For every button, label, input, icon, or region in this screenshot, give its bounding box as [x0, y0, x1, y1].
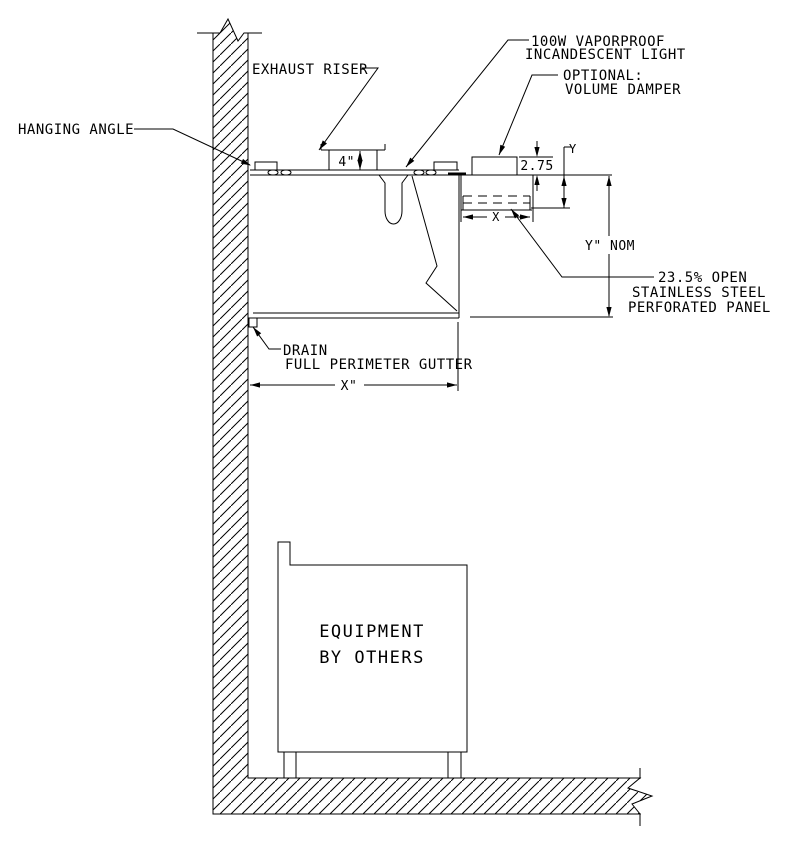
labels: HANGING ANGLE EXHAUST RISER 100W VAPORPR… — [18, 34, 771, 373]
dim-x-arrow-right — [520, 214, 530, 220]
light-globe — [378, 174, 409, 225]
fastener-3 — [413, 169, 425, 176]
damper-leader — [498, 74, 558, 156]
drain-leader-arrow — [253, 327, 262, 337]
drain-label-line1: DRAIN — [283, 343, 328, 359]
panel-leader-arrow — [511, 209, 520, 219]
dim-275-arrow-up — [534, 175, 540, 185]
exhaust-riser-leader-arrow — [319, 140, 327, 150]
equipment-label-line2: BY OTHERS — [319, 648, 425, 668]
volume-damper — [471, 156, 518, 176]
dim-y-arrow-up — [561, 176, 567, 186]
dim-xin-arrow-left — [250, 382, 260, 388]
damper-label-line1: OPTIONAL: — [563, 68, 643, 84]
fastener-2 — [280, 169, 292, 176]
fastener-1 — [267, 169, 279, 176]
exhaust-riser-label: EXHAUST RISER — [252, 62, 368, 78]
interior-baffle — [411, 175, 458, 312]
dim-ynom-arrow-up — [606, 176, 612, 186]
dimensions: 4" 2.75 Y Y" NOM X X" — [250, 141, 635, 394]
hanging-angle-leader-arrow — [240, 158, 251, 166]
dim-y-text: Y — [569, 142, 577, 156]
light-leader-arrow — [406, 157, 415, 167]
dim-275-text: 2.75 — [520, 159, 553, 174]
dim-4in-arrow-down — [357, 160, 363, 170]
leaders — [134, 39, 654, 350]
hanging-angle-left — [254, 161, 278, 170]
equipment-outline — [277, 541, 468, 753]
equipment-box: EQUIPMENT BY OTHERS — [277, 541, 468, 778]
dim-275-arrow-down — [534, 147, 540, 157]
dim-ynom-text: Y" NOM — [585, 239, 635, 254]
light-label-line2: INCANDESCENT LIGHT — [525, 47, 686, 63]
dim-4in-arrow-up — [357, 151, 363, 161]
dim-4in-text: 4" — [338, 155, 355, 170]
dim-ynom-arrow-down — [606, 307, 612, 317]
panel-label-line1: 23.5% OPEN — [658, 270, 747, 286]
light-leader — [405, 39, 529, 168]
hanging-angle-leader — [134, 128, 251, 166]
makeup-air-section — [448, 156, 612, 222]
dim-y-arrow-down — [561, 198, 567, 208]
exhaust-hood — [248, 144, 460, 328]
damper-leader-arrow — [499, 144, 506, 155]
equipment-label-line1: EQUIPMENT — [319, 622, 425, 642]
panel-label-line2: STAINLESS STEEL — [632, 285, 766, 301]
panel-label-line3: PERFORATED PANEL — [628, 300, 771, 316]
dim-xin-arrow-right — [447, 382, 457, 388]
dim-x-arrow-left — [463, 214, 473, 220]
dim-x-text: X — [492, 210, 500, 224]
damper-label-line2: VOLUME DAMPER — [565, 82, 681, 98]
hanging-angle-right — [433, 161, 458, 170]
light-label-line1: 100W VAPORPROOF — [531, 34, 665, 50]
fastener-4 — [425, 169, 437, 176]
light-fixture — [378, 174, 409, 225]
wall-floor-body — [212, 17, 654, 815]
drain-label-line2: FULL PERIMETER GUTTER — [285, 357, 473, 373]
panel-leader — [510, 208, 654, 278]
dim-xin-text: X" — [341, 379, 358, 394]
exhaust-riser-leader — [318, 67, 379, 151]
drain-outlet — [248, 317, 258, 328]
wall-and-floor — [197, 17, 654, 826]
hanging-angle-label: HANGING ANGLE — [18, 122, 134, 138]
